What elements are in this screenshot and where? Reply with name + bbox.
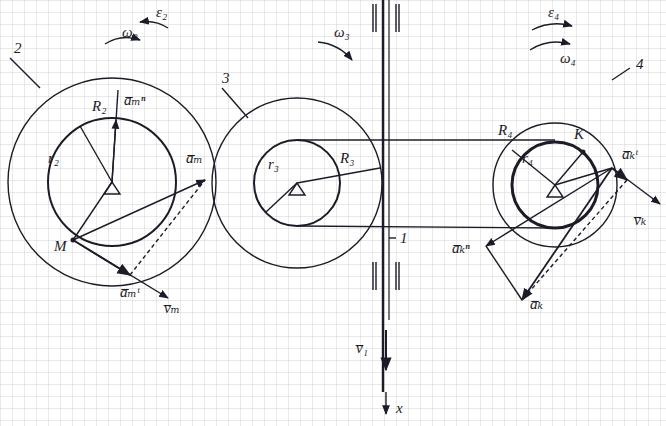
wheel-outer: [493, 123, 617, 247]
pivot-support: [547, 185, 563, 197]
radius-line: [112, 90, 118, 182]
diagram-label: 4: [636, 56, 644, 73]
acceleration-vector: [112, 120, 116, 182]
diagram-label: 2: [14, 40, 22, 57]
wheel-outer: [212, 98, 382, 268]
acceleration-vector: [73, 240, 130, 275]
velocity-vector: [612, 168, 660, 204]
radius-line: [80, 126, 112, 182]
guide: [373, 4, 399, 32]
diagram-label: x: [396, 400, 403, 417]
wheel-outer: [8, 78, 216, 286]
rack: [388, 0, 389, 320]
axis-arrow: [385, 392, 386, 414]
leader-line: [222, 88, 248, 118]
diagram-label: ω₂: [122, 24, 138, 41]
diagram-label: r₂: [48, 150, 59, 167]
acceleration-vector: [73, 180, 205, 240]
leader-line: [10, 58, 40, 88]
diagram-label: R₃: [340, 150, 354, 167]
diagram-label: ω₄: [560, 50, 576, 67]
diagram-label: R₂: [92, 98, 106, 115]
diagram-label: R₄: [498, 122, 512, 139]
guide: [373, 262, 399, 290]
radius-line: [266, 183, 297, 212]
pivot-support: [104, 182, 120, 194]
diagram-label: a̅ₖⁿ: [452, 240, 470, 257]
diagram-label: a̅ₖ: [530, 296, 543, 313]
leader-line: [612, 68, 630, 80]
radius-line: [512, 150, 555, 185]
diagram-label: ω₃: [334, 24, 350, 41]
velocity-vector: [385, 330, 387, 370]
diagram-label: M: [54, 238, 67, 255]
rotation-arrow: [530, 42, 570, 50]
diagram-label: ε₄: [548, 4, 559, 21]
diagram-label: 3: [222, 70, 230, 87]
rotation-arrow: [532, 24, 572, 30]
acceleration-vector: [612, 168, 627, 180]
diagram-label: a̅ₘᵗ: [120, 284, 139, 301]
point-dot: [581, 150, 586, 155]
diagram-label: v̅ₖ: [634, 212, 646, 229]
diagram-label: v̅₁: [356, 340, 368, 357]
construction-line: [522, 180, 627, 300]
acceleration-vector: [522, 168, 612, 300]
rotation-arrow: [318, 42, 352, 60]
leader-line: [389, 237, 396, 238]
diagram-label: a̅ₘⁿ: [124, 92, 145, 109]
acceleration-vector: [486, 168, 612, 246]
radius-line: [555, 152, 583, 185]
radius-line: [555, 168, 612, 185]
diagram-label: r₃: [268, 156, 279, 173]
rack: [382, 0, 384, 392]
construction-line: [486, 246, 522, 300]
diagram-label: a̅ₖᵗ: [622, 146, 638, 163]
diagram-label: ε₂: [156, 4, 167, 21]
diagram-label: 1: [400, 230, 408, 247]
diagram-label: v̅ₘ: [164, 300, 180, 317]
wheel-inner: [48, 118, 176, 246]
radius-line: [297, 168, 380, 183]
construction-line: [130, 180, 205, 275]
point-dot: [71, 238, 76, 243]
diagram-label: r₄: [522, 150, 533, 167]
diagram-label: K: [574, 126, 584, 143]
diagram-label: a̅ₘ: [186, 150, 203, 167]
belt: [297, 139, 555, 140]
rotation-arrow: [140, 22, 168, 28]
